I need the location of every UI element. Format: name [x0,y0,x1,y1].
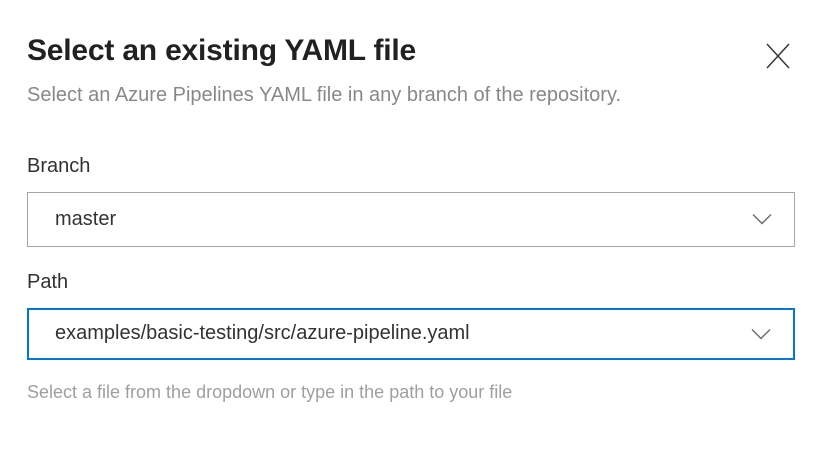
close-button[interactable] [762,40,794,72]
path-combobox[interactable]: examples/basic-testing/src/azure-pipelin… [27,307,795,360]
dialog-title: Select an existing YAML file [27,34,416,67]
chevron-down-icon [752,214,772,225]
path-helper-text: Select a file from the dropdown or type … [27,381,513,402]
path-combobox-value: examples/basic-testing/src/azure-pipelin… [55,322,470,344]
branch-dropdown[interactable]: master [27,191,795,247]
path-label: Path [27,270,69,293]
dialog-subtitle: Select an Azure Pipelines YAML file in a… [27,83,622,106]
branch-dropdown-value: master [55,207,117,230]
close-icon [764,42,792,70]
branch-label: Branch [27,154,91,177]
chevron-down-icon [751,328,771,339]
